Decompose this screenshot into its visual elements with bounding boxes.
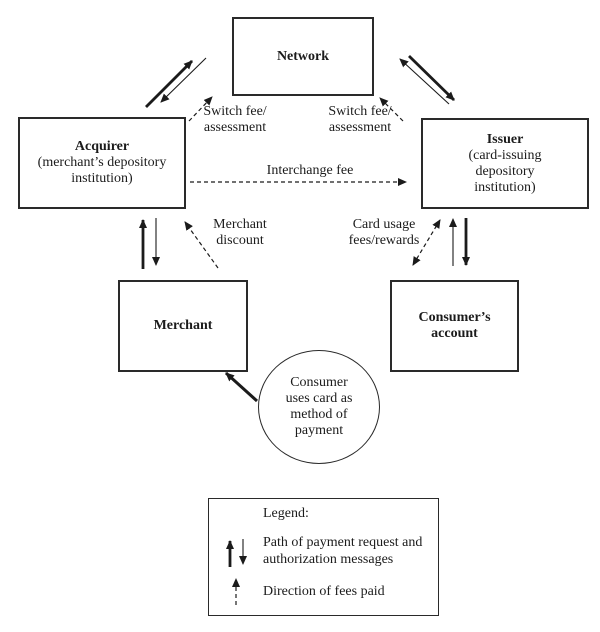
consumer-account-title: Consumer’s account [418, 310, 491, 341]
acquirer-subtitle: (merchant’s depository institution) [37, 155, 167, 186]
legend-title: Legend: [263, 506, 309, 521]
node-issuer: Issuer (card-issuing depository institut… [421, 118, 589, 209]
legend-dashed-arrow-label: Direction of fees paid [263, 584, 385, 599]
issuer-to-network-response-arrow [399, 58, 450, 105]
card-usage-fees-rewards-arrow [412, 219, 441, 266]
node-consumer-account: Consumer’s account [390, 280, 519, 372]
network-to-issuer-request-arrow [408, 54, 455, 102]
network-to-acquirer-response-arrow [160, 57, 207, 103]
legend-solid-arrows-label: Path of payment request and authorizatio… [263, 535, 423, 567]
node-network: Network [232, 17, 374, 96]
acquirer-title: Acquirer [74, 139, 130, 154]
switch-fee-right-label: Switch fee/ assessment [328, 104, 392, 135]
merchant-title: Merchant [153, 318, 213, 333]
consumer-action-circle: Consumer uses card as method of payment [258, 350, 380, 464]
legend-box: Legend: Path of payment request and auth… [208, 498, 439, 616]
switch-fee-left-label: Switch fee/ assessment [203, 104, 267, 135]
network-title: Network [276, 48, 330, 64]
switch-fee-right-arrow [379, 97, 404, 122]
card-usage-fees-label: Card usage fees/rewards [348, 217, 420, 248]
node-acquirer: Acquirer (merchant’s depository institut… [18, 117, 186, 209]
merchant-discount-arrow [184, 221, 219, 269]
acquirer-to-network-request-arrow [145, 60, 193, 108]
switch-fee-left-arrow [188, 96, 213, 122]
consumer-to-merchant-arrow [224, 371, 259, 403]
issuer-title: Issuer [486, 131, 524, 147]
merchant-discount-label: Merchant discount [213, 217, 267, 248]
interchange-fee-label: Interchange fee [266, 163, 354, 178]
consumer-action-text: Consumer uses card as method of payment [285, 375, 353, 438]
node-merchant: Merchant [118, 280, 248, 372]
issuer-subtitle: (card-issuing depository institution) [468, 147, 542, 195]
